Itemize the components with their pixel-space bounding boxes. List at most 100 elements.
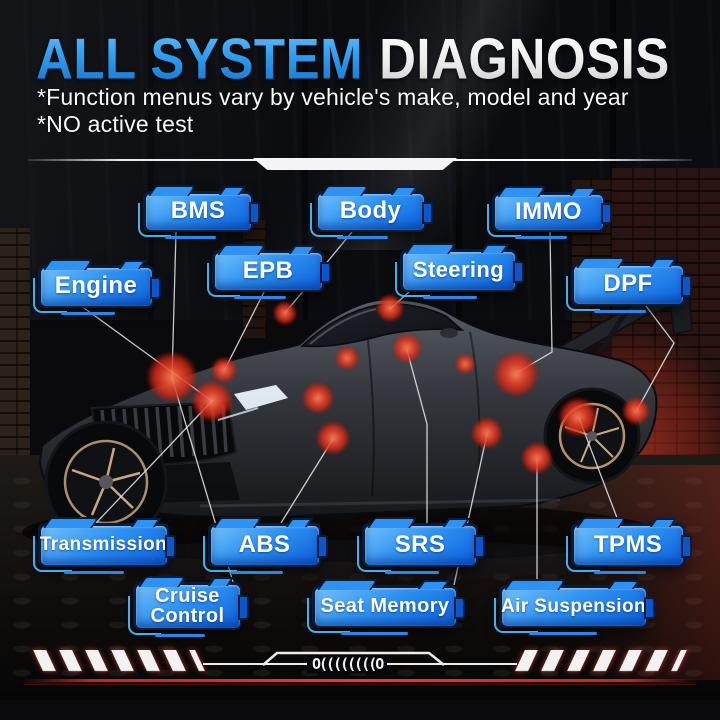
connector-line-srs — [406, 349, 428, 523]
tag-underline — [593, 571, 647, 574]
tag-notch-top-left — [213, 517, 264, 528]
hotspot-dot — [302, 382, 334, 414]
hotspot-dot — [622, 397, 650, 425]
tag-tab-right — [249, 202, 260, 224]
hotspot-dot — [316, 421, 350, 455]
system-tag-immo: IMMO — [487, 186, 612, 239]
system-tag-air-suspension: Air Suspension — [494, 579, 655, 635]
tag-frame: Steering — [400, 249, 517, 292]
disclaimer-notes: *Function menus vary by vehicle's make, … — [37, 84, 629, 138]
hotspot-dot — [376, 294, 404, 322]
tag-bracket-left — [128, 596, 161, 635]
system-tag-bms: BMS — [138, 185, 260, 239]
system-tag-label: EPB — [242, 256, 294, 284]
tag-notch-top-left — [138, 576, 187, 587]
tag-underline — [154, 634, 205, 637]
tag-fill — [135, 584, 240, 628]
tag-bracket-left — [138, 203, 171, 237]
connector-line-abs — [280, 438, 334, 524]
system-tag-seat-memory: Seat Memory — [307, 579, 465, 635]
connector-line-epb — [224, 291, 265, 370]
system-tag-label: Body — [339, 197, 402, 225]
system-tag-label: BMS — [170, 197, 226, 225]
tag-tab-right — [320, 261, 331, 284]
tag-notch-top-left — [504, 579, 567, 590]
tag-frame: Transmission — [38, 523, 169, 567]
tag-tab-right — [238, 595, 249, 620]
tag-fill — [40, 525, 167, 565]
tag-notch-top-left — [576, 517, 627, 528]
system-tag-transmission: Transmission — [33, 517, 176, 574]
tag-notch-top-left — [576, 257, 627, 268]
system-tag-tpms: TPMS — [566, 517, 692, 574]
connector-line-transmission — [95, 400, 213, 524]
tag-underline — [593, 310, 647, 313]
system-tag-label: Cruise — [155, 584, 220, 607]
tag-tab-right — [681, 275, 692, 298]
system-tag-label: ABS — [238, 530, 291, 558]
hazard-stripes-right — [515, 650, 687, 671]
system-tag-label: Engine — [54, 272, 138, 300]
title-rest: DIAGNOSIS — [379, 27, 670, 91]
note-line: *NO active test — [37, 111, 194, 137]
tag-tab-right — [474, 535, 485, 558]
system-tag-label: Seat Memory — [320, 595, 450, 618]
tag-frame: ABS — [208, 523, 321, 567]
tag-tab-right — [644, 597, 655, 620]
tag-bracket-left — [357, 536, 392, 572]
tag-bracket-left — [33, 277, 68, 313]
system-tag-engine: Engine — [33, 259, 161, 315]
tag-notch-top-left — [217, 244, 267, 255]
footer-red-line — [24, 679, 696, 682]
system-tag-label: TPMS — [593, 530, 663, 558]
tag-frame: TPMS — [571, 523, 685, 567]
tag-notch-top-left — [497, 186, 548, 197]
tag-underline — [341, 632, 409, 635]
tag-tab-right — [681, 535, 692, 558]
title-highlight: ALL SYSTEM — [36, 27, 364, 91]
tag-bracket-left — [494, 597, 538, 633]
hazard-stripes-left — [33, 650, 205, 671]
system-tag-body: Body — [310, 185, 433, 239]
tag-frame: DPF — [571, 263, 685, 306]
hotspot-dot — [455, 354, 475, 374]
system-tag-epb: EPB — [207, 244, 331, 299]
tag-frame: EPB — [212, 250, 324, 292]
tag-frame: Air Suspension — [499, 585, 648, 628]
hotspot-dot — [471, 417, 503, 449]
tag-notch-top-left — [148, 185, 198, 196]
tag-tab-right — [150, 277, 161, 300]
system-tag-label: IMMO — [515, 197, 582, 225]
tag-notch-top-left — [405, 243, 457, 254]
hotspot-dot — [273, 301, 297, 325]
tag-bracket-left — [566, 275, 600, 311]
tag-underline — [528, 632, 598, 635]
tag-bracket-left — [395, 261, 430, 297]
tag-bracket-left — [310, 203, 344, 237]
hotspot-dot — [558, 397, 598, 437]
tag-notch-top-left — [317, 579, 379, 590]
header-divider-ornament — [253, 158, 457, 170]
system-tag-label: DPF — [603, 270, 653, 298]
system-tag-steering: Steering — [395, 243, 524, 299]
tag-frame: Seat Memory — [312, 585, 458, 628]
connector-line-tpms — [578, 417, 620, 524]
hotspot-dot — [146, 351, 198, 403]
tag-notch-top-left — [367, 517, 419, 528]
hotspot-dot — [335, 346, 359, 370]
tag-underline — [423, 296, 478, 299]
tag-bracket-left — [207, 262, 241, 297]
system-tag-srs: SRS — [357, 517, 485, 574]
tag-underline — [337, 236, 389, 239]
system-tag-dpf: DPF — [566, 257, 692, 313]
tag-underline — [64, 571, 125, 574]
tag-underline — [514, 236, 567, 239]
hotspot-dot — [493, 351, 539, 397]
tag-underline — [234, 296, 286, 299]
